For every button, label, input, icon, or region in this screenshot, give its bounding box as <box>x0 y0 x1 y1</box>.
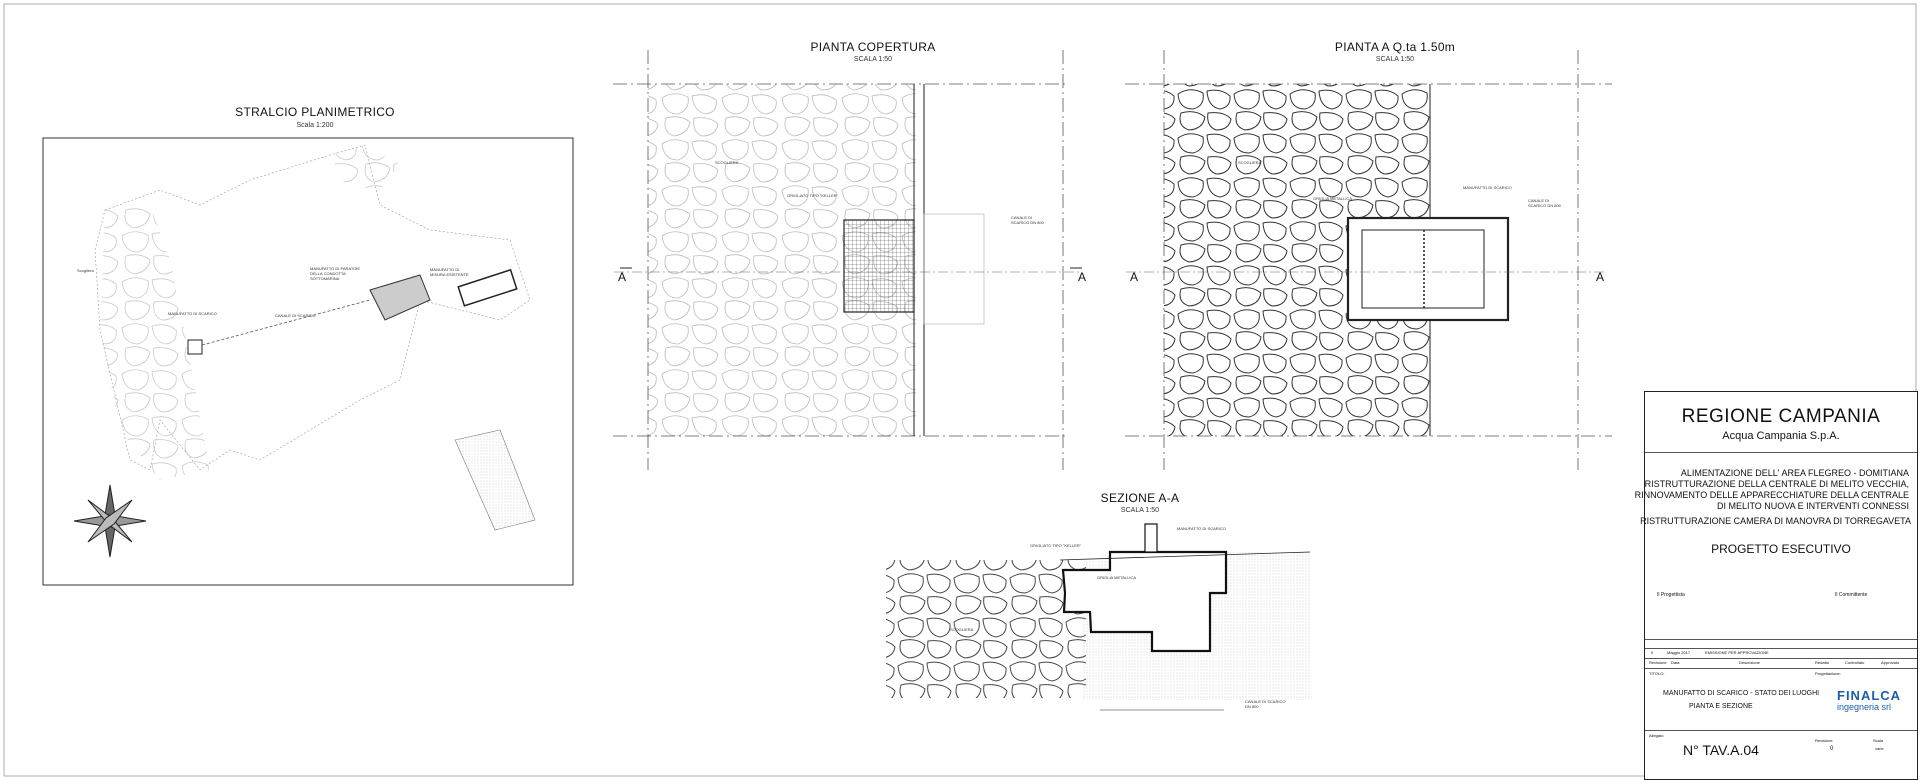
quota-label-griglia: GRIGLIA METALLICA <box>1313 196 1353 201</box>
rev-descrizione: EMISSIONE PER APPROVAZIONE <box>1705 650 1769 655</box>
quota-title: PIANTA A Q.ta 1.50m <box>1334 40 1456 54</box>
stralcio-label-paratoie: MANUFATTO DI PARATOIE DELLA CONDOTTA SOT… <box>310 266 361 281</box>
stralcio-title: STRALCIO PLANIMETRICO <box>235 105 395 119</box>
intervento-1: ALIMENTAZIONE DELL' AREA FLEGREO - DOMIT… <box>1680 468 1909 478</box>
misura-block <box>457 268 518 307</box>
scala-value: varie <box>1875 746 1884 751</box>
pianta-copertura-drawing <box>613 50 1082 470</box>
intervento-2: RISTRUTTURAZIONE DELLA CENTRALE DI MELIT… <box>1644 479 1909 489</box>
road-strip <box>454 429 536 531</box>
progettista: Il Progettista <box>1657 592 1685 598</box>
titolo-1: MANUFATTO DI SCARICO - STATO DEI LUOGHI <box>1663 690 1820 697</box>
societa: Acqua Campania S.p.A. <box>1722 430 1840 442</box>
sezione-drawing <box>886 523 1312 711</box>
grigliato-keller <box>843 219 915 313</box>
rev-num: 0 <box>1651 650 1654 655</box>
compass-rose <box>73 484 147 558</box>
stralcio-label-misura: MANUFATTO DI MISURA ESISTENTE <box>430 267 469 277</box>
fase: PROGETTO ESECUTIVO <box>1711 542 1851 556</box>
scarico-block <box>187 339 203 355</box>
copertura-title: PIANTA COPERTURA <box>810 40 936 54</box>
sezione-label-manufatto: MANUFATTO DI SCARICO <box>1177 526 1226 531</box>
copertura-label-canale: CANALE DI SCARICO DN 800 <box>1011 215 1044 225</box>
finalca-logo: FINALCA <box>1837 688 1902 703</box>
committente: Il Committente <box>1835 592 1868 598</box>
rev-header-redatto: Redatto <box>1815 660 1830 665</box>
quota-section-mark-right: A <box>1596 270 1605 284</box>
manufatto-scarico-plan <box>1346 216 1510 322</box>
sezione-manufatto <box>1061 550 1228 653</box>
quota-label-manufatto: MANUFATTO DI SCARICO <box>1463 185 1512 190</box>
allegato-label: Allegato <box>1649 733 1664 738</box>
pianta-quota-drawing <box>1125 50 1612 470</box>
sottotitolo: RISTRUTTURAZIONE CAMERA DI MANOVRA DI TO… <box>1640 516 1911 526</box>
copertura-label-grigliato: GRIGLIATO TIPO "KELLER" <box>787 193 839 198</box>
stralcio-label-scarico: MANUFATTO DI SCARICO <box>168 311 217 316</box>
sezione-label-canale: CANALE DI SCARICO DN 800 <box>1245 699 1286 709</box>
sezione-title: SEZIONE A-A <box>1100 491 1180 505</box>
sezione-label-scogliera: SCOGLIERA <box>950 627 974 632</box>
copertura-section-mark-right: A <box>1078 270 1087 284</box>
sezione-scale: SCALA 1:50 <box>1120 507 1160 514</box>
rev-header-revisione: Revisione <box>1649 660 1667 665</box>
stralcio-scale: Scala 1:200 <box>296 122 334 129</box>
sezione-label-griglia: GRIGLIA METALLICA <box>1097 575 1137 580</box>
rev-header-data: Data <box>1671 660 1680 665</box>
revisione-number: 0 <box>1830 746 1834 752</box>
intervento-3: RINNOVAMENTO DELLE APPARECCHIATURE DELLA… <box>1634 490 1909 500</box>
intervento-4: DI MELITO NUOVA E INTERVENTI CONNESSI <box>1716 501 1909 511</box>
copertura-section-mark-left: A <box>618 270 627 284</box>
quota-label-scogliera: SCOGLIERA <box>1238 160 1262 165</box>
quota-label-canale: CANALE DI SCARICO DN 800 <box>1528 198 1561 208</box>
stralcio-label-canale: CANALE DI SCARICO <box>275 313 316 318</box>
ente: REGIONE CAMPANIA <box>1681 406 1881 427</box>
scala-label: Scala <box>1873 738 1884 743</box>
revisione-label: Revisione <box>1815 738 1833 743</box>
sheet-border <box>3 3 1917 777</box>
rev-data: Maggio 2017 <box>1667 650 1691 655</box>
finalca-logo-sub: ingegneria srl <box>1837 702 1892 712</box>
copertura-scale: SCALA 1:50 <box>853 56 893 63</box>
titolo-2: PIANTA E SEZIONE <box>1689 703 1753 710</box>
copertura-label-scogliera: SCOGLIERA <box>715 160 739 165</box>
quota-section-mark-left: A <box>1130 270 1139 284</box>
quota-scale: SCALA 1:50 <box>1375 56 1415 63</box>
stralcio-label-scogliera: Scogliera <box>77 268 94 273</box>
tavola-number: N° TAV.A.04 <box>1683 742 1759 758</box>
rev-header-controllato: Controllato <box>1845 660 1865 665</box>
progettazione-label: Progettazione: <box>1815 671 1841 676</box>
paratoie-block <box>369 274 431 321</box>
title-block: REGIONE CAMPANIA Acqua Campania S.p.A. A… <box>1635 391 1918 780</box>
rev-header-descrizione: Descrizione <box>1739 660 1760 665</box>
rev-header-approvato: Approvato <box>1881 660 1900 665</box>
titolo-label: TITOLO: <box>1649 671 1665 676</box>
sezione-label-grigliato: GRIGLIATO TIPO "KELLER" <box>1030 543 1082 548</box>
